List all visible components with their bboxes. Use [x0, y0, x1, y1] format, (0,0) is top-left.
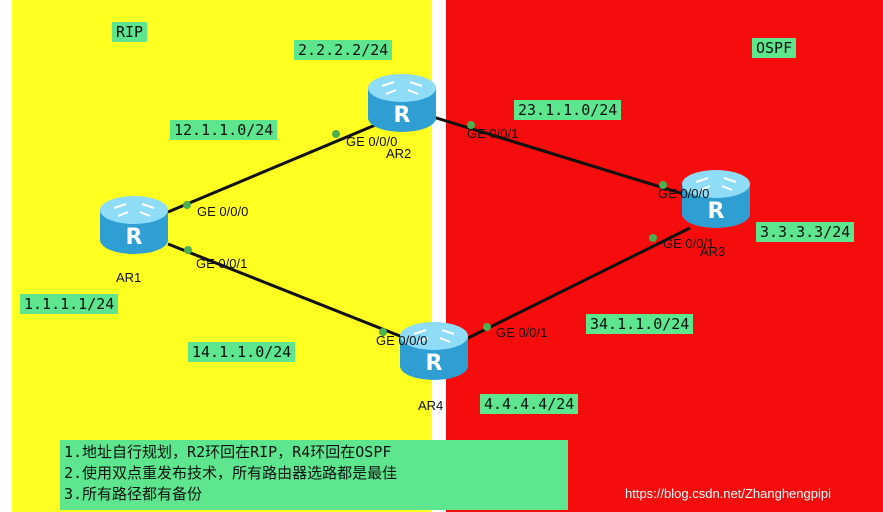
ar3-ge001-label: GE 0/0/1	[663, 236, 715, 251]
link-ar1-ar4-subnet: 14.1.1.0/24	[188, 342, 296, 362]
ar1-loopback-label: 1.1.1.1/24	[20, 294, 119, 314]
port-dot	[467, 121, 475, 129]
rip-zone	[12, 0, 432, 512]
port-dot	[659, 181, 667, 189]
ar3-loopback-label: 3.3.3.3/24	[756, 222, 855, 242]
port-dot	[184, 246, 192, 254]
ar2-ge000-label: GE 0/0/0	[346, 134, 398, 149]
ar2-loopback-label: 2.2.2.2/24	[294, 40, 393, 60]
requirement-line: 3.所有路径都有备份	[64, 485, 203, 503]
router-ar2-name: AR2	[386, 146, 412, 161]
requirement-line: 2.使用双点重发布技术，所有路由器选路都是最佳	[64, 464, 398, 482]
port-dot	[332, 130, 340, 138]
port-dot	[483, 323, 491, 331]
router-letter: R	[394, 103, 411, 128]
requirements-note: 1.地址自行规划，R2环回在RIP，R4环回在OSPF 2.使用双点重发布技术，…	[60, 440, 568, 510]
ar4-ge001-label: GE 0/0/1	[496, 325, 548, 340]
router-ar1-icon[interactable]: R	[98, 192, 170, 258]
ar3-ge000-label: GE 0/0/0	[658, 186, 710, 201]
ar4-loopback-label: 4.4.4.4/24	[480, 394, 579, 414]
port-dot	[649, 234, 657, 242]
ar1-ge000-label: GE 0/0/0	[197, 204, 249, 219]
router-ar3-name: AR3	[700, 244, 726, 259]
ar4-ge000-label: GE 0/0/0	[376, 333, 428, 348]
link-ar3-ar4	[463, 226, 691, 342]
link-ar2-ar3-subnet: 23.1.1.0/24	[514, 100, 622, 120]
link-ar1-ar2	[167, 116, 393, 214]
watermark: https://blog.csdn.net/Zhanghengpipi	[625, 486, 831, 501]
router-ar1-name: AR1	[116, 270, 142, 285]
router-letter: R	[708, 199, 725, 224]
ar2-ge001-label: GE 0/0/1	[467, 126, 519, 141]
router-letter: R	[426, 351, 443, 376]
router-ar2-icon[interactable]: R	[366, 70, 438, 136]
link-ar1-ar4	[167, 242, 411, 342]
rip-zone-label: RIP	[112, 22, 148, 42]
ospf-zone-label: OSPF	[752, 38, 797, 58]
router-ar4-name: AR4	[418, 398, 444, 413]
ospf-zone	[446, 0, 883, 512]
port-dot	[379, 328, 387, 336]
link-ar3-ar4-subnet: 34.1.1.0/24	[586, 314, 694, 334]
router-ar3-icon[interactable]: R	[680, 166, 752, 232]
ar1-ge001-label: GE 0/0/1	[196, 256, 248, 271]
link-ar1-ar2-subnet: 12.1.1.0/24	[170, 120, 278, 140]
router-ar4-icon[interactable]: R	[398, 318, 470, 384]
router-letter: R	[126, 225, 143, 250]
requirement-line: 1.地址自行规划，R2环回在RIP，R4环回在OSPF	[64, 443, 392, 461]
link-ar2-ar3	[429, 114, 691, 198]
port-dot	[183, 201, 191, 209]
